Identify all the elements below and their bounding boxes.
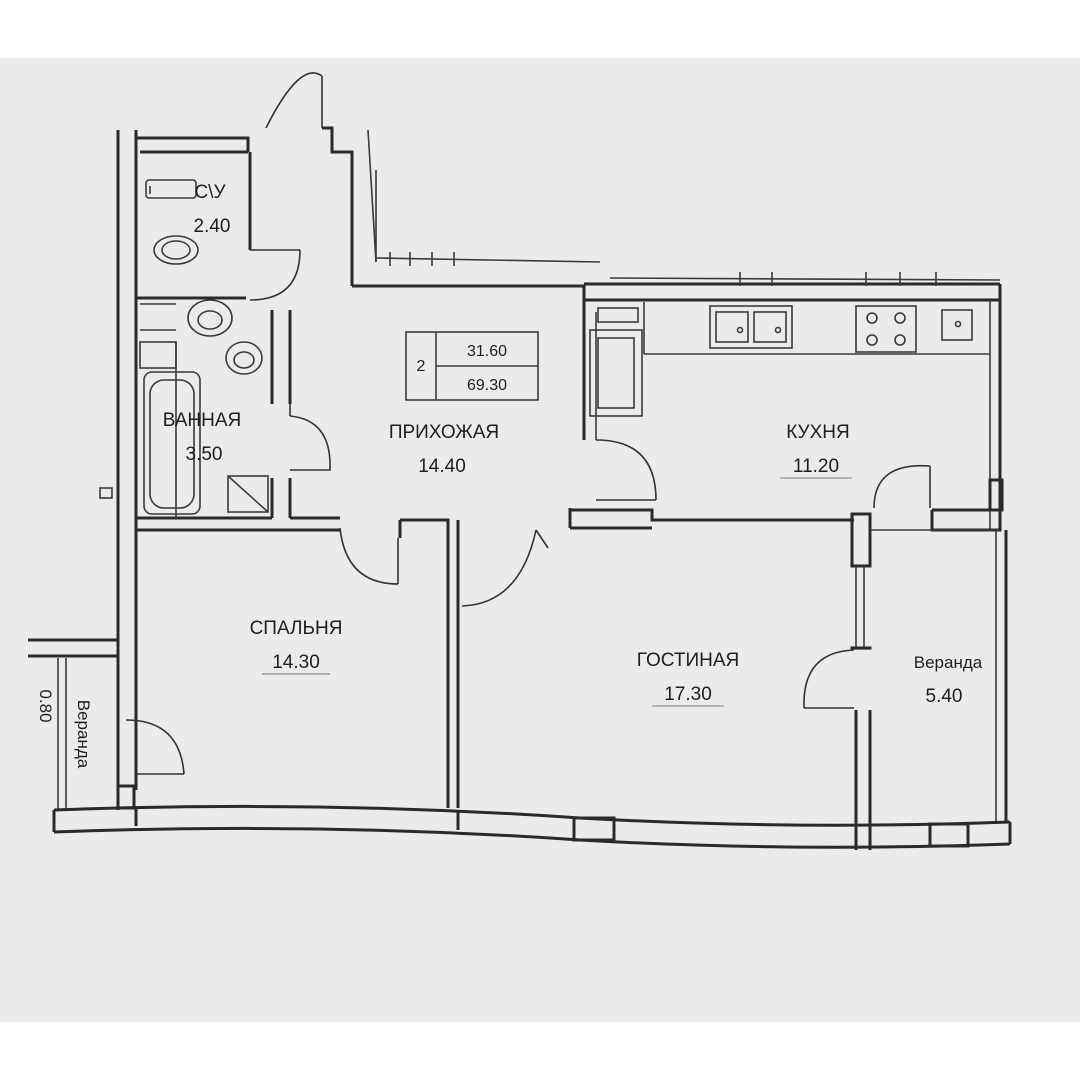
wc-area: 2.40 xyxy=(194,216,231,237)
living-label: ГОСТИНАЯ xyxy=(637,650,739,671)
veranda-right-area: 5.40 xyxy=(926,686,963,707)
hallway-area: 14.40 xyxy=(418,456,466,477)
bedroom-label: СПАЛЬНЯ xyxy=(250,618,343,639)
bedroom-area: 14.30 xyxy=(272,652,320,673)
kitchen-area: 11.20 xyxy=(793,456,839,477)
wc-label: С\У xyxy=(194,182,226,203)
doors xyxy=(125,72,931,775)
kitchen-label: КУХНЯ xyxy=(786,422,849,443)
bathroom-label: ВАННАЯ xyxy=(163,410,242,431)
living-area-label: 17.30 xyxy=(664,684,712,705)
total-area: 69.30 xyxy=(467,377,507,394)
room-labels: С\У 2.40 ВАННАЯ 3.50 ПРИХОЖАЯ 14.40 КУХН… xyxy=(36,182,983,769)
veranda-left-label: Веранда xyxy=(74,700,93,769)
walls xyxy=(28,126,1012,850)
bathroom-area: 3.50 xyxy=(186,444,223,465)
veranda-left-area: 0.80 xyxy=(36,689,55,722)
room-count: 2 xyxy=(417,358,426,375)
area-summary: 2 31.60 69.30 xyxy=(405,331,539,401)
fixtures xyxy=(99,179,990,518)
living-area: 31.60 xyxy=(467,343,507,360)
hallway-label: ПРИХОЖАЯ xyxy=(389,422,499,443)
veranda-right-label: Веранда xyxy=(914,653,983,672)
paper-sheet xyxy=(0,58,1080,1022)
